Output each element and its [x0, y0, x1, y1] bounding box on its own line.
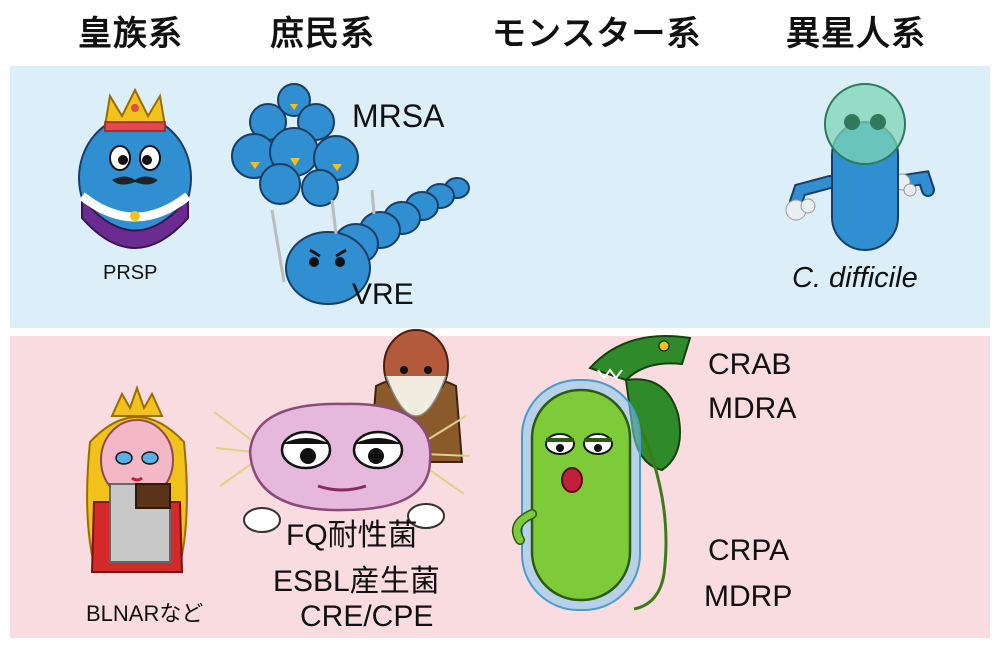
- vre-armored-caterpillar-icon: [270, 177, 470, 305]
- header-alien: 異星人系: [786, 14, 926, 54]
- header-royal: 皇族系: [78, 14, 183, 54]
- label-mdra: MDRA: [708, 392, 797, 425]
- label-blnar: BLNARなど: [86, 601, 204, 626]
- label-esbl: ESBL産生菌: [273, 565, 440, 598]
- label-vre: VRE: [352, 278, 414, 311]
- label-c-difficile: C. difficile: [792, 262, 918, 294]
- mrsa-blue-bird-group-icon: [231, 83, 359, 207]
- green-monster-bacterium-icon: [512, 379, 668, 611]
- pink-ameba-bacterium-icon: [213, 402, 471, 533]
- prsp-royal-bacterium-icon: [78, 87, 192, 249]
- c-difficile-alien-icon: [785, 83, 935, 251]
- header-monster: モンスター系: [492, 14, 702, 54]
- label-cre: CRE/CPE: [300, 600, 434, 633]
- blnar-princess-icon: [86, 384, 188, 573]
- label-crpa: CRPA: [708, 534, 790, 567]
- label-fq: FQ耐性菌: [286, 519, 418, 552]
- header-commoner: 庶民系: [270, 14, 375, 54]
- label-mrsa: MRSA: [352, 98, 445, 134]
- label-prsp: PRSP: [103, 262, 158, 284]
- label-mdrp: MDRP: [704, 580, 793, 613]
- label-crab: CRAB: [708, 348, 792, 381]
